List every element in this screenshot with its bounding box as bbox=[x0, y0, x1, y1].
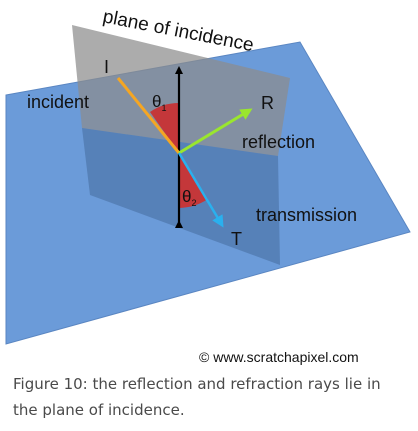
theta1-label: θ1 bbox=[152, 92, 166, 113]
plane-of-incidence-diagram: plane of incidence I incident θ1 R refle… bbox=[5, 6, 411, 345]
reflected-ray bbox=[178, 108, 253, 155]
reflected-ray-letter: R bbox=[261, 93, 274, 113]
transmitted-ray bbox=[177, 152, 224, 228]
figure-caption: Figure 10: the reflection and refraction… bbox=[13, 375, 381, 419]
reflection-label: reflection bbox=[242, 132, 315, 152]
incident-ray bbox=[116, 77, 181, 154]
transmitted-ray-letter: T bbox=[231, 229, 242, 249]
theta1-wedge bbox=[150, 102, 179, 153]
incident-label: incident bbox=[27, 92, 89, 112]
incident-ray-letter: I bbox=[104, 57, 109, 77]
credit-line: © www.scratchapixel.com bbox=[199, 349, 359, 365]
transmission-label: transmission bbox=[256, 205, 357, 225]
theta2-label: θ2 bbox=[182, 187, 196, 208]
